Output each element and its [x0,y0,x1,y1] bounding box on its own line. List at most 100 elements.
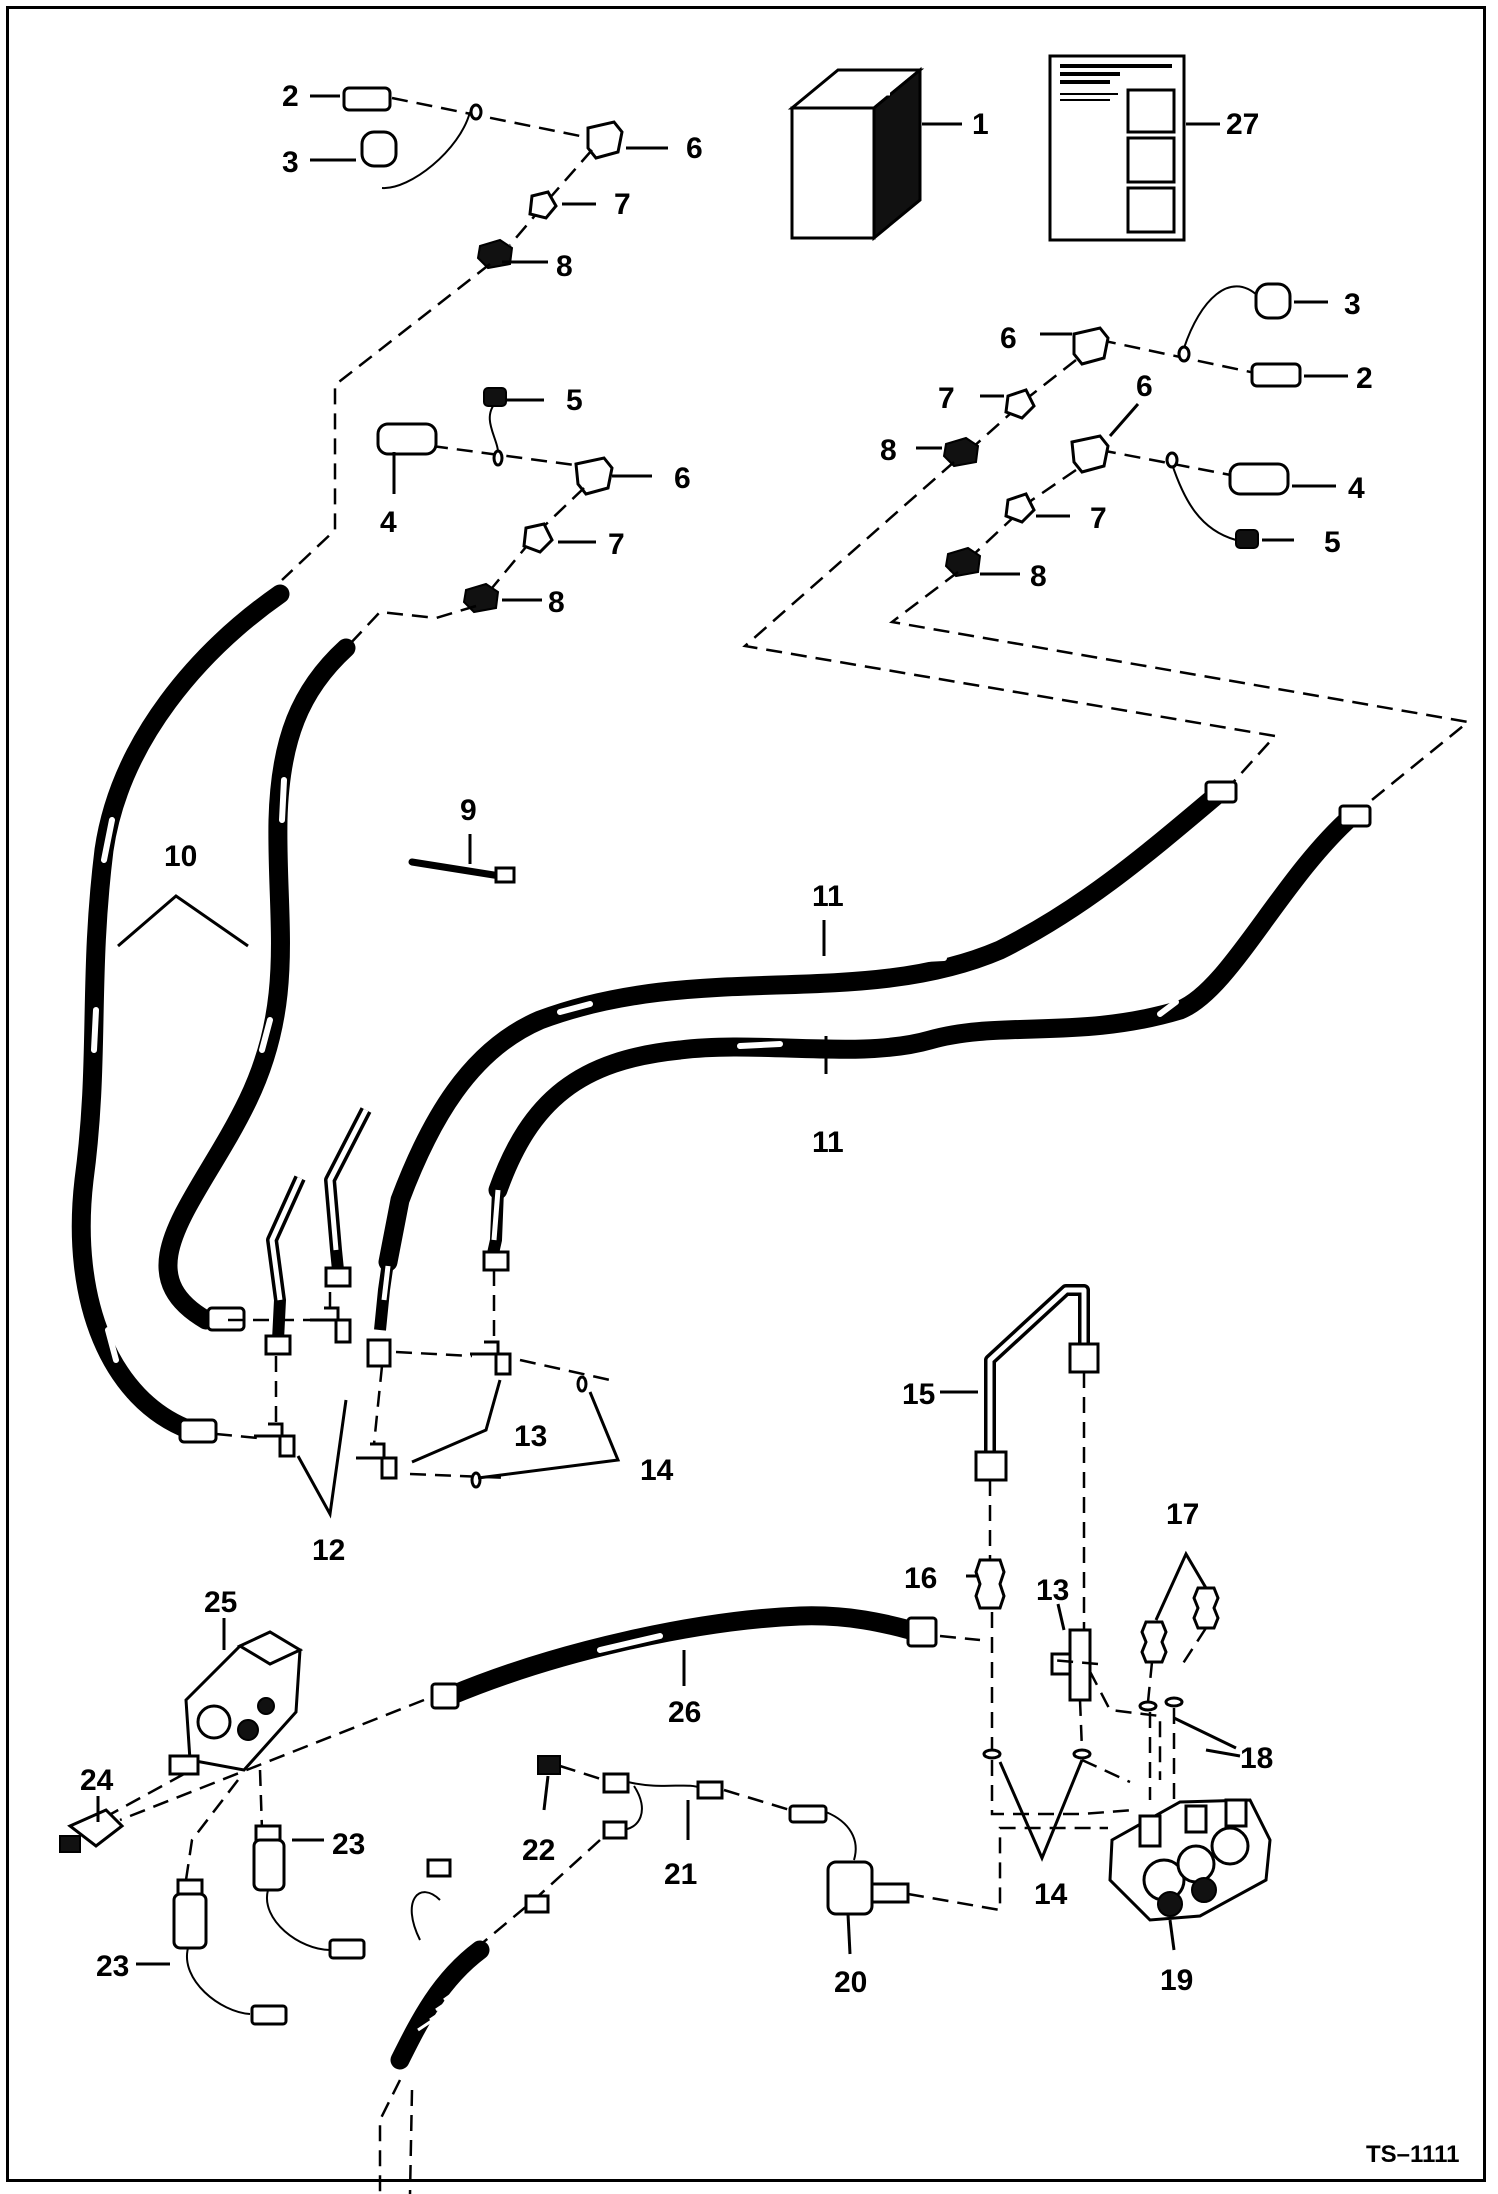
callout-6: 6 [1000,322,1017,355]
diagram-border [6,6,1486,2182]
callout-8: 8 [556,250,573,283]
callout-12: 12 [312,1534,345,1567]
callout-11: 11 [812,1126,844,1159]
tee-12b [254,1422,296,1458]
cap-5 [483,387,507,407]
callout-6: 6 [674,462,691,495]
elbow-6 [586,120,624,160]
fittings-17 [1138,1586,1220,1800]
nut-7b [522,522,554,554]
fitting-group-top-left [281,86,624,581]
callout-22: 22 [522,1834,555,1867]
seal-18a [1138,1700,1158,1712]
cap-3 [360,130,398,168]
leader-lines [96,94,1348,1966]
adapter-8d [944,546,982,578]
fitting-24 [59,1808,125,1853]
adapter-8b [462,582,500,614]
hose-26 [119,1606,1099,1822]
callout-7: 7 [614,188,631,221]
callout-24: 24 [80,1764,114,1797]
callout-14: 14 [640,1454,674,1487]
callout-8: 8 [880,434,897,467]
fitting-group-right-middle [888,434,1471,809]
callout-10: 10 [164,840,197,873]
callout-18: 18 [1240,1742,1273,1775]
plug-2b [1250,362,1302,388]
plug-2 [342,86,392,112]
fitting-group-top-right [742,282,1302,789]
callout-21: 21 [664,1858,697,1891]
valve-25 [99,1630,304,1822]
callout-23: 23 [332,1828,365,1861]
callout-5: 5 [1324,526,1341,559]
nut-7c [1004,388,1036,420]
callout-1: 1 [972,108,989,141]
callout-8: 8 [548,586,565,619]
adapter-16 [974,1558,1006,1610]
callout-8: 8 [1030,560,1047,593]
tee-12a [310,1306,352,1344]
callout-26: 26 [668,1696,701,1729]
hose-11a [378,780,1238,1272]
callout-15: 15 [902,1378,935,1411]
callout-11: 11 [812,880,844,913]
hose-10b [158,638,356,1332]
tee-13c [1068,1628,1092,1702]
harness-main [378,1940,490,2194]
coupler-4 [376,422,438,456]
manual-box-1 [787,66,925,242]
connector-22 [537,1755,561,1775]
callout-17: 17 [1166,1498,1199,1531]
callout-19: 19 [1160,1964,1193,1997]
callout-7: 7 [1090,502,1107,535]
callout-25: 25 [204,1586,237,1619]
cap-5b [1235,529,1259,549]
callout-2: 2 [1356,362,1373,395]
nut-7d [1004,492,1036,524]
cap-3b [1254,282,1292,320]
adapter-8c [942,436,980,468]
switch-23a [252,1769,366,1960]
callout-13: 13 [1036,1574,1069,1607]
nut-7 [528,190,558,220]
seal-18b [1164,1696,1184,1708]
hose-10a [71,584,290,1444]
callout-5: 5 [566,384,583,417]
callout-4: 4 [1348,472,1365,505]
control-valve-19 [1108,1798,1272,1922]
pin-9 [408,858,516,884]
elbow-6b [574,456,614,496]
drawing-id: TS–1111 [1366,2141,1459,2168]
fitting-group-middle-left [347,387,614,647]
callout-labels: 2 3 6 7 8 5 4 6 7 8 1 27 3 2 6 7 8 6 4 5… [80,80,1459,2168]
switch-23b [172,1779,288,2026]
callout-6: 6 [686,132,703,165]
tee-fittings [215,1270,611,1489]
callout-3: 3 [1344,288,1361,321]
callout-4: 4 [380,506,397,539]
callout-7: 7 [938,382,955,415]
harness-21 [410,1755,857,1961]
callout-7: 7 [608,528,625,561]
callout-6: 6 [1136,370,1153,403]
coupler-4b [1228,462,1290,496]
callout-23: 23 [96,1950,129,1983]
tee-13a [470,1340,512,1376]
tee-13b [356,1442,398,1480]
tube-assembly-15 [974,1284,1162,1816]
instruction-sheet-27 [1048,54,1186,242]
callout-16: 16 [904,1562,937,1595]
callout-14: 14 [1034,1878,1068,1911]
callout-13: 13 [514,1420,547,1453]
adapter-8 [476,238,514,270]
elbow-6d [1070,434,1110,474]
elbow-6c [1072,326,1110,366]
callout-2: 2 [282,80,299,113]
hose-11b [488,804,1372,1200]
callout-9: 9 [460,794,477,827]
callout-27: 27 [1226,108,1259,141]
callout-20: 20 [834,1966,867,1999]
